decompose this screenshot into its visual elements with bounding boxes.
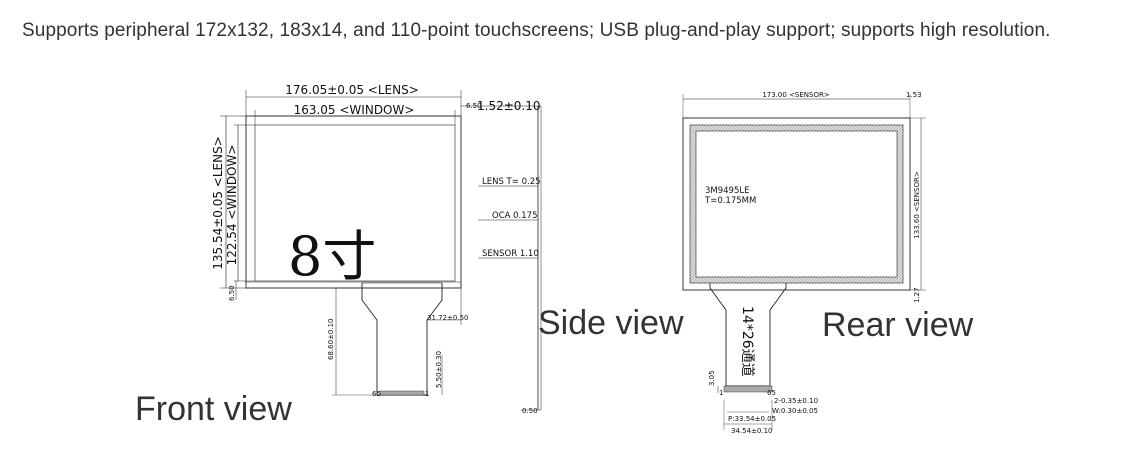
thickness-label: T=0.175MM xyxy=(704,196,756,206)
left-gap-dim: 6.50 xyxy=(228,285,236,301)
lens-height-dim: 135.54±0.05 <LENS> xyxy=(211,136,225,270)
total-width-dim: 34.54±0.10 xyxy=(731,427,773,435)
fpc-tail xyxy=(361,283,443,396)
fpc-contacts xyxy=(379,390,425,396)
front-view-label: Front view xyxy=(135,390,292,428)
pin-last: 1 xyxy=(425,390,429,398)
front-view-drawing xyxy=(220,90,462,396)
tail-length-dim: 68.60±0.10 xyxy=(327,319,335,361)
channels-label: 14*26通道 xyxy=(739,306,755,377)
side-thickness-dim: 1.52±0.10 xyxy=(477,99,541,113)
window-height-dim: 122.54 <WINDOW> xyxy=(225,145,239,266)
rear-fpc-contacts xyxy=(723,385,773,393)
rear-bottom-offset: 1.27 xyxy=(913,287,921,303)
size-label: 8寸 xyxy=(288,225,377,288)
window-width-dim: 163.05 <WINDOW> xyxy=(294,103,415,117)
pin-first: 65 xyxy=(372,390,381,398)
rear-tail-gap: 3.05 xyxy=(708,370,716,386)
rear-view-drawing xyxy=(682,94,926,430)
side-lens-dim: LENS T= 0.25 xyxy=(482,177,541,187)
lens-width-dim: 176.05±0.05 <LENS> xyxy=(285,83,419,97)
material-label: 3M9495LE xyxy=(705,186,749,196)
tail-offset-dim: 31.72±0.50 xyxy=(427,314,469,322)
pin-width-dim: W:0.30±0.05 xyxy=(772,407,818,415)
sensor-height-dim: 133.60 <SENSOR> xyxy=(913,171,921,239)
window-outline xyxy=(254,124,456,282)
tail-end-dim: 5.50±0.30 xyxy=(435,351,443,388)
side-bottom-dim: 0.50 xyxy=(522,407,538,415)
pin-span-dim: P:33.54±0.05 xyxy=(728,415,776,423)
side-view-label: Side view xyxy=(538,304,684,342)
rear-top-offset: 1.53 xyxy=(906,91,922,99)
side-view-drawing xyxy=(461,105,542,411)
rear-pin-a: 1 xyxy=(719,389,723,397)
pitch-dim: 2-0.35±0.10 xyxy=(774,397,818,405)
side-sensor-dim: SENSOR 1.10 xyxy=(482,249,539,259)
rear-pin-b: 65 xyxy=(767,389,776,397)
sensor-width-dim: 173.00 <SENSOR> xyxy=(762,91,830,99)
side-oca-dim: OCA 0.175 xyxy=(492,211,537,221)
rear-view-label: Rear view xyxy=(822,306,974,344)
sensor-outline xyxy=(682,117,911,291)
caption: Supports peripheral 172x132, 183x14, and… xyxy=(22,20,1051,41)
